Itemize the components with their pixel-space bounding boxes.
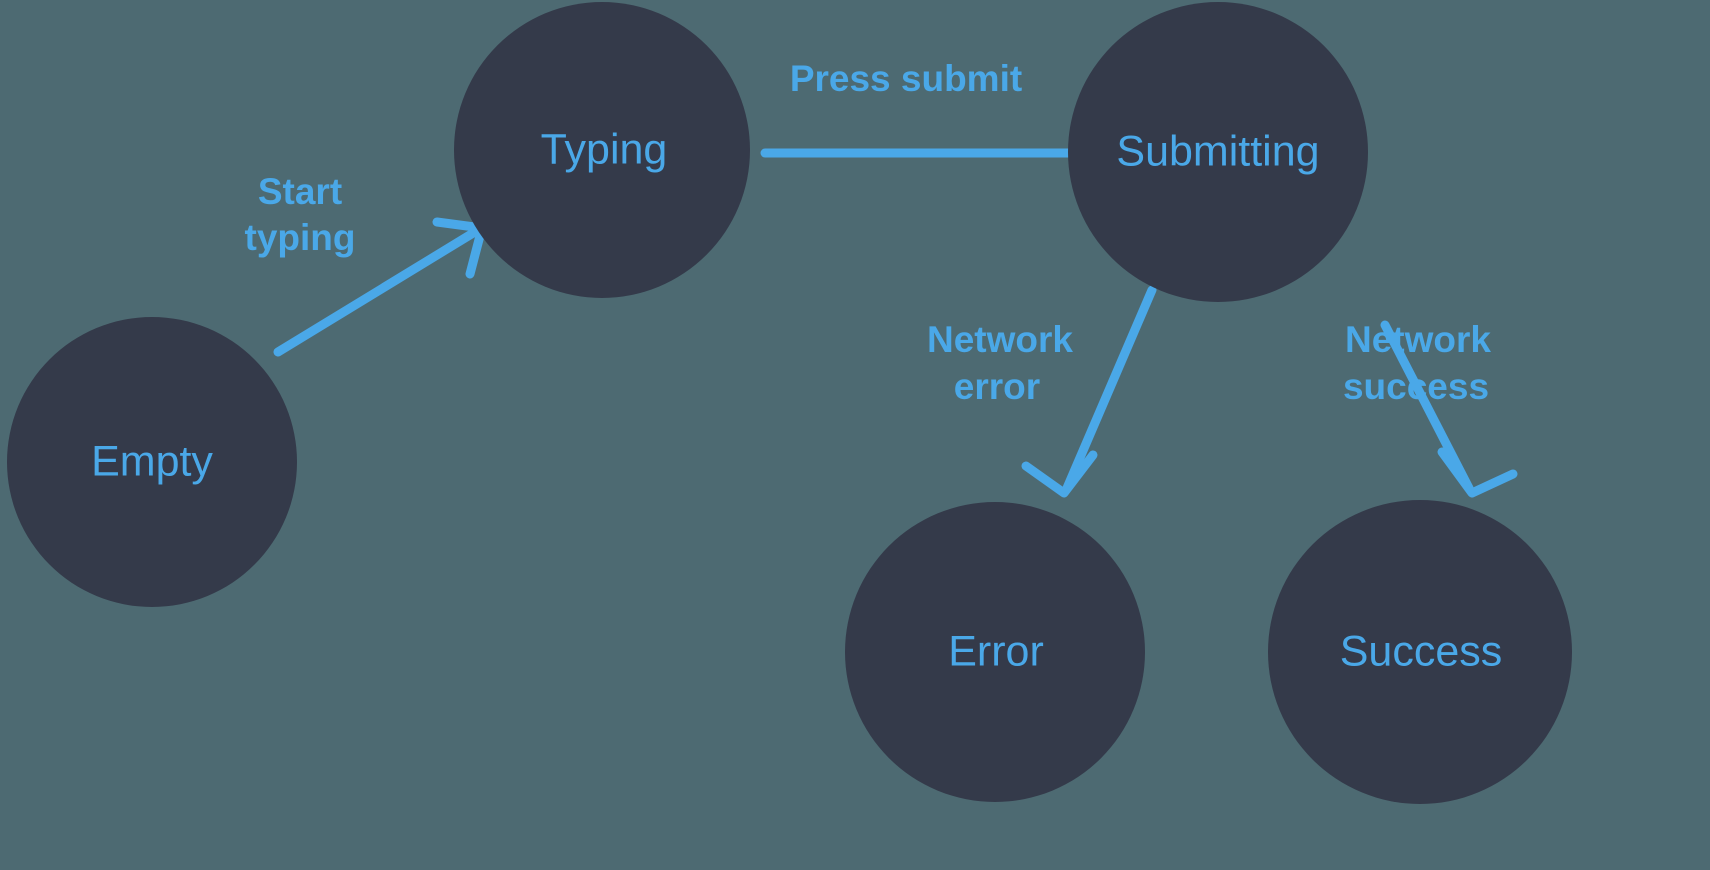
edge-label-network-success: Network success xyxy=(1343,319,1491,407)
edge-network-success xyxy=(1380,320,1518,498)
arrowhead-network-success xyxy=(1437,447,1518,498)
arrowhead-network-error xyxy=(1021,450,1098,498)
edge-line-network-error xyxy=(1062,285,1157,493)
state-circle-submitting[interactable] xyxy=(1068,2,1368,302)
state-label-empty: Empty xyxy=(91,437,213,485)
state-label-submitting: Submitting xyxy=(1116,127,1319,175)
state-circle-error[interactable] xyxy=(845,502,1145,802)
state-node-error[interactable]: Error xyxy=(845,502,1145,802)
edge-line-network-success xyxy=(1380,320,1474,493)
state-node-submitting[interactable]: Submitting xyxy=(1068,2,1368,302)
state-label-success: Success xyxy=(1340,627,1503,675)
state-label-typing: Typing xyxy=(541,125,668,173)
edge-label-start-typing: Start typing xyxy=(245,171,356,258)
edge-label-network-success-line-2: success xyxy=(1343,366,1489,407)
state-label-error: Error xyxy=(948,627,1044,675)
edge-label-network-success-line-1: Network xyxy=(1345,319,1491,360)
edge-label-network-error-line-1: Network xyxy=(927,319,1073,360)
state-circle-typing[interactable] xyxy=(454,2,750,298)
edge-label-network-error-line-2: error xyxy=(954,366,1040,407)
edge-label-start-typing-line-1: Start xyxy=(258,171,342,212)
edge-line-start-typing xyxy=(273,222,488,357)
state-node-typing[interactable]: Typing xyxy=(454,2,750,298)
state-node-success[interactable]: Success xyxy=(1268,500,1572,804)
edge-network-error xyxy=(1021,285,1157,498)
edge-label-start-typing-line-2: typing xyxy=(245,217,356,258)
edge-label-press-submit: Press submit xyxy=(790,58,1022,99)
state-circle-success[interactable] xyxy=(1268,500,1572,804)
state-node-empty[interactable]: Empty xyxy=(7,317,297,607)
edge-label-network-error: Network error xyxy=(927,319,1073,407)
state-circle-empty[interactable] xyxy=(7,317,297,607)
edge-label-press-submit-line-1: Press submit xyxy=(790,58,1022,99)
